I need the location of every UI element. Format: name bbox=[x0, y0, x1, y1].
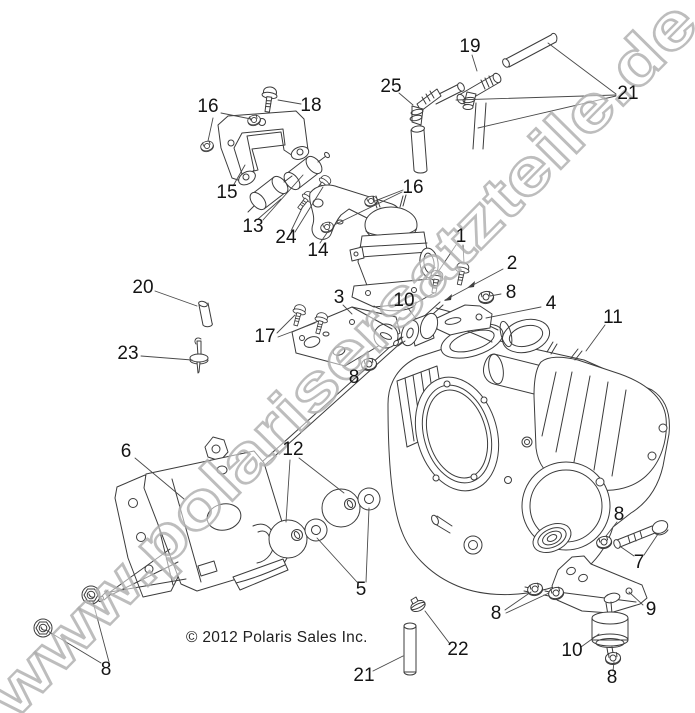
callout-4-13: 4 bbox=[545, 293, 557, 314]
callout-21-32: 21 bbox=[353, 665, 375, 686]
part-mount-12 bbox=[268, 519, 308, 559]
callout-11-14: 11 bbox=[603, 307, 623, 328]
part-vent-hoses bbox=[409, 32, 558, 174]
part-hose-21 bbox=[472, 102, 487, 150]
part-tube-20 bbox=[198, 300, 213, 328]
callout-10-17: 10 bbox=[393, 290, 415, 311]
part-bracket-6 bbox=[98, 436, 292, 603]
part-hose-21 bbox=[410, 125, 428, 174]
callout-5-25: 5 bbox=[355, 579, 367, 600]
callout-17-18: 17 bbox=[254, 326, 276, 347]
callout-25-7: 25 bbox=[380, 76, 402, 97]
part-bolt-1 bbox=[452, 260, 471, 287]
part-mount-13 bbox=[247, 175, 293, 213]
part-bracket-4 bbox=[436, 304, 493, 336]
part-screw-23 bbox=[189, 337, 209, 374]
callout-18-1: 18 bbox=[300, 95, 322, 116]
leader-arrow bbox=[467, 281, 475, 288]
callout-8-23: 8 bbox=[613, 504, 625, 525]
part-bolt-17 bbox=[289, 302, 308, 328]
callout-3-16: 3 bbox=[333, 287, 345, 308]
part-upper-bracket-group bbox=[199, 85, 439, 312]
part-mount-12 bbox=[321, 488, 361, 528]
part-carburetor bbox=[349, 194, 439, 312]
part-bracket-9 bbox=[551, 555, 648, 614]
part-tube-21 bbox=[403, 622, 417, 676]
part-nut-8 bbox=[81, 585, 101, 605]
part-nut-8 bbox=[477, 289, 496, 306]
part-bolt-7 bbox=[613, 520, 669, 549]
callout-24-4: 24 bbox=[275, 227, 297, 248]
callout-22-31: 22 bbox=[447, 639, 469, 660]
part-nut-16 bbox=[199, 139, 216, 154]
callout-leader-lines bbox=[45, 42, 659, 672]
callout-9-26: 9 bbox=[645, 599, 657, 620]
callout-13-3: 13 bbox=[242, 216, 264, 237]
callout-15-2: 15 bbox=[216, 182, 238, 203]
callout-16-0: 16 bbox=[197, 96, 219, 117]
callout-8-30: 8 bbox=[606, 667, 618, 688]
copyright-text: © 2012 Polaris Sales Inc. bbox=[186, 629, 368, 646]
callout-2-11: 2 bbox=[506, 253, 518, 274]
part-nut-8 bbox=[604, 651, 622, 666]
callout-21-8: 21 bbox=[617, 83, 639, 104]
part-engine-11 bbox=[387, 307, 670, 596]
part-elbow-fitting-25 bbox=[409, 88, 442, 126]
callout-8-20: 8 bbox=[348, 367, 360, 388]
callout-16-9: 16 bbox=[402, 177, 424, 198]
part-bolt-18 bbox=[259, 85, 279, 114]
callout-14-5: 14 bbox=[307, 240, 329, 261]
callout-1-10: 1 bbox=[455, 226, 467, 247]
callout-8-29: 8 bbox=[100, 659, 112, 680]
callout-6-21: 6 bbox=[120, 441, 132, 462]
part-hose-21 bbox=[502, 32, 558, 68]
part-bracket-15 bbox=[217, 110, 309, 183]
callout-20-15: 20 bbox=[132, 277, 154, 298]
callout-7-24: 7 bbox=[633, 552, 645, 573]
callout-23-19: 23 bbox=[117, 343, 139, 364]
part-nut-8 bbox=[33, 618, 53, 638]
part-bracket-3 bbox=[291, 306, 401, 367]
callout-19-6: 19 bbox=[459, 36, 481, 57]
callout-8-27: 8 bbox=[490, 603, 502, 624]
part-bolt-8 bbox=[523, 581, 545, 598]
part-clamp-22 bbox=[410, 596, 426, 613]
callout-10-28: 10 bbox=[561, 640, 583, 661]
part-tee-fitting-19 bbox=[456, 72, 502, 110]
callout-12-22: 12 bbox=[282, 439, 304, 460]
part-mount-10 bbox=[393, 312, 439, 347]
callout-8-12: 8 bbox=[505, 282, 517, 303]
